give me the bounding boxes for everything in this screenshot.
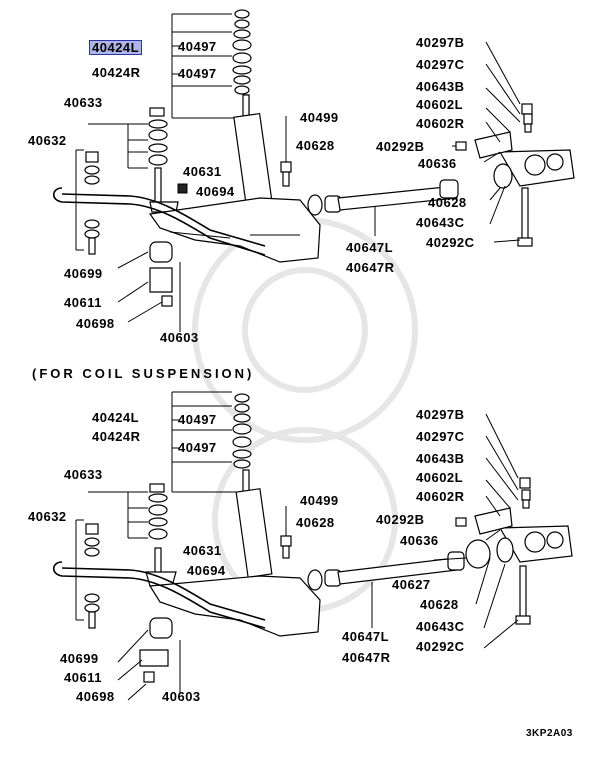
shock-absorber-lower [235,469,273,591]
link-bolt-40632-lower [75,519,100,629]
label-40297b-lower[interactable]: 40297B [416,407,465,422]
nut-40499-lower [280,506,292,559]
shock-top-bushings-lower [232,393,252,469]
stabilizer-bar-lower [52,561,266,629]
label-40497-a[interactable]: 40497 [178,39,217,54]
label-40603-lower[interactable]: 40603 [162,689,201,704]
stabilizer-bar [52,187,266,256]
strut-bracket-lower [433,413,573,649]
label-40499[interactable]: 40499 [300,110,339,125]
lower-arm-40603 [148,197,321,263]
strut-rod [307,179,459,236]
label-40698[interactable]: 40698 [76,316,115,331]
nut-40499 [280,116,292,187]
label-40611[interactable]: 40611 [64,295,102,310]
label-40292c[interactable]: 40292C [426,235,475,250]
label-40497-a-lower[interactable]: 40497 [178,412,217,427]
strut-rod-lower [307,551,465,628]
label-40602r[interactable]: 40602R [416,116,465,131]
washer-stack [148,107,168,166]
label-40628[interactable]: 40628 [296,138,335,153]
label-40647r[interactable]: 40647R [346,260,395,275]
shock-top-bushings [232,9,252,116]
label-40636[interactable]: 40636 [418,156,457,171]
clamp-40611 [149,267,173,293]
label-40631[interactable]: 40631 [183,164,222,179]
label-40497-b[interactable]: 40497 [178,66,217,81]
bolt-40698-lower [143,671,155,683]
clamp-40611-lower [139,649,169,667]
label-40424r[interactable]: 40424R [92,65,141,80]
label-40633[interactable]: 40633 [64,95,103,110]
label-40602r-lower[interactable]: 40602R [416,489,465,504]
label-40643b-lower[interactable]: 40643B [416,451,465,466]
label-40699[interactable]: 40699 [64,266,103,281]
label-40694-lower[interactable]: 40694 [187,563,226,578]
label-40297b[interactable]: 40297B [416,35,465,50]
label-40647l-lower[interactable]: 40647L [342,629,390,644]
label-40602l[interactable]: 40602L [416,97,464,112]
label-40647r-lower[interactable]: 40647R [342,650,391,665]
label-40694[interactable]: 40694 [196,184,235,199]
link-bolt-40632 [75,149,100,255]
strut-bracket [452,41,575,247]
bolt-40631-lower [145,547,177,587]
label-40628-right[interactable]: 40628 [428,195,467,210]
label-40602l-lower[interactable]: 40602L [416,470,464,485]
label-40628-right-lower[interactable]: 40628 [420,597,459,612]
bush-40699-lower [149,617,173,639]
upper-assembly [52,9,575,332]
label-40698-lower[interactable]: 40698 [76,689,115,704]
label-40499-lower[interactable]: 40499 [300,493,339,508]
lower-arm-40603-lower [148,575,321,637]
label-40297c[interactable]: 40297C [416,57,465,72]
label-40603[interactable]: 40603 [160,330,199,345]
label-40297c-lower[interactable]: 40297C [416,429,465,444]
label-40643c-lower[interactable]: 40643C [416,619,465,634]
label-40292b-lower[interactable]: 40292B [376,512,425,527]
label-40292c-lower[interactable]: 40292C [416,639,465,654]
label-40631-lower[interactable]: 40631 [183,543,222,558]
label-40632-lower[interactable]: 40632 [28,509,67,524]
label-40628-lower[interactable]: 40628 [296,515,335,530]
label-40497-b-lower[interactable]: 40497 [178,440,217,455]
label-40633-lower[interactable]: 40633 [64,467,103,482]
label-40643b[interactable]: 40643B [416,79,465,94]
label-40424l-highlighted[interactable]: 40424L [88,40,143,55]
label-40699-lower[interactable]: 40699 [60,651,99,666]
bracket-40694 [177,183,188,194]
label-40292b[interactable]: 40292B [376,139,425,154]
watermark-emblem [192,217,418,613]
label-40632[interactable]: 40632 [28,133,67,148]
lower-assembly [52,391,573,701]
diagram-code: 3KP2A03 [526,728,573,739]
label-40611-lower[interactable]: 40611 [64,670,102,685]
label-40424r-lower[interactable]: 40424R [92,429,141,444]
label-40627-lower[interactable]: 40627 [392,577,431,592]
label-40424l-lower[interactable]: 40424L [92,410,140,425]
bush-40699 [149,241,173,263]
label-40643c[interactable]: 40643C [416,215,465,230]
label-40636-lower[interactable]: 40636 [400,533,439,548]
label-40647l[interactable]: 40647L [346,240,394,255]
bolt-40698 [161,295,173,307]
section-heading-coil-suspension: (FOR COIL SUSPENSION) [32,366,255,381]
washer-stack-lower [148,483,168,540]
